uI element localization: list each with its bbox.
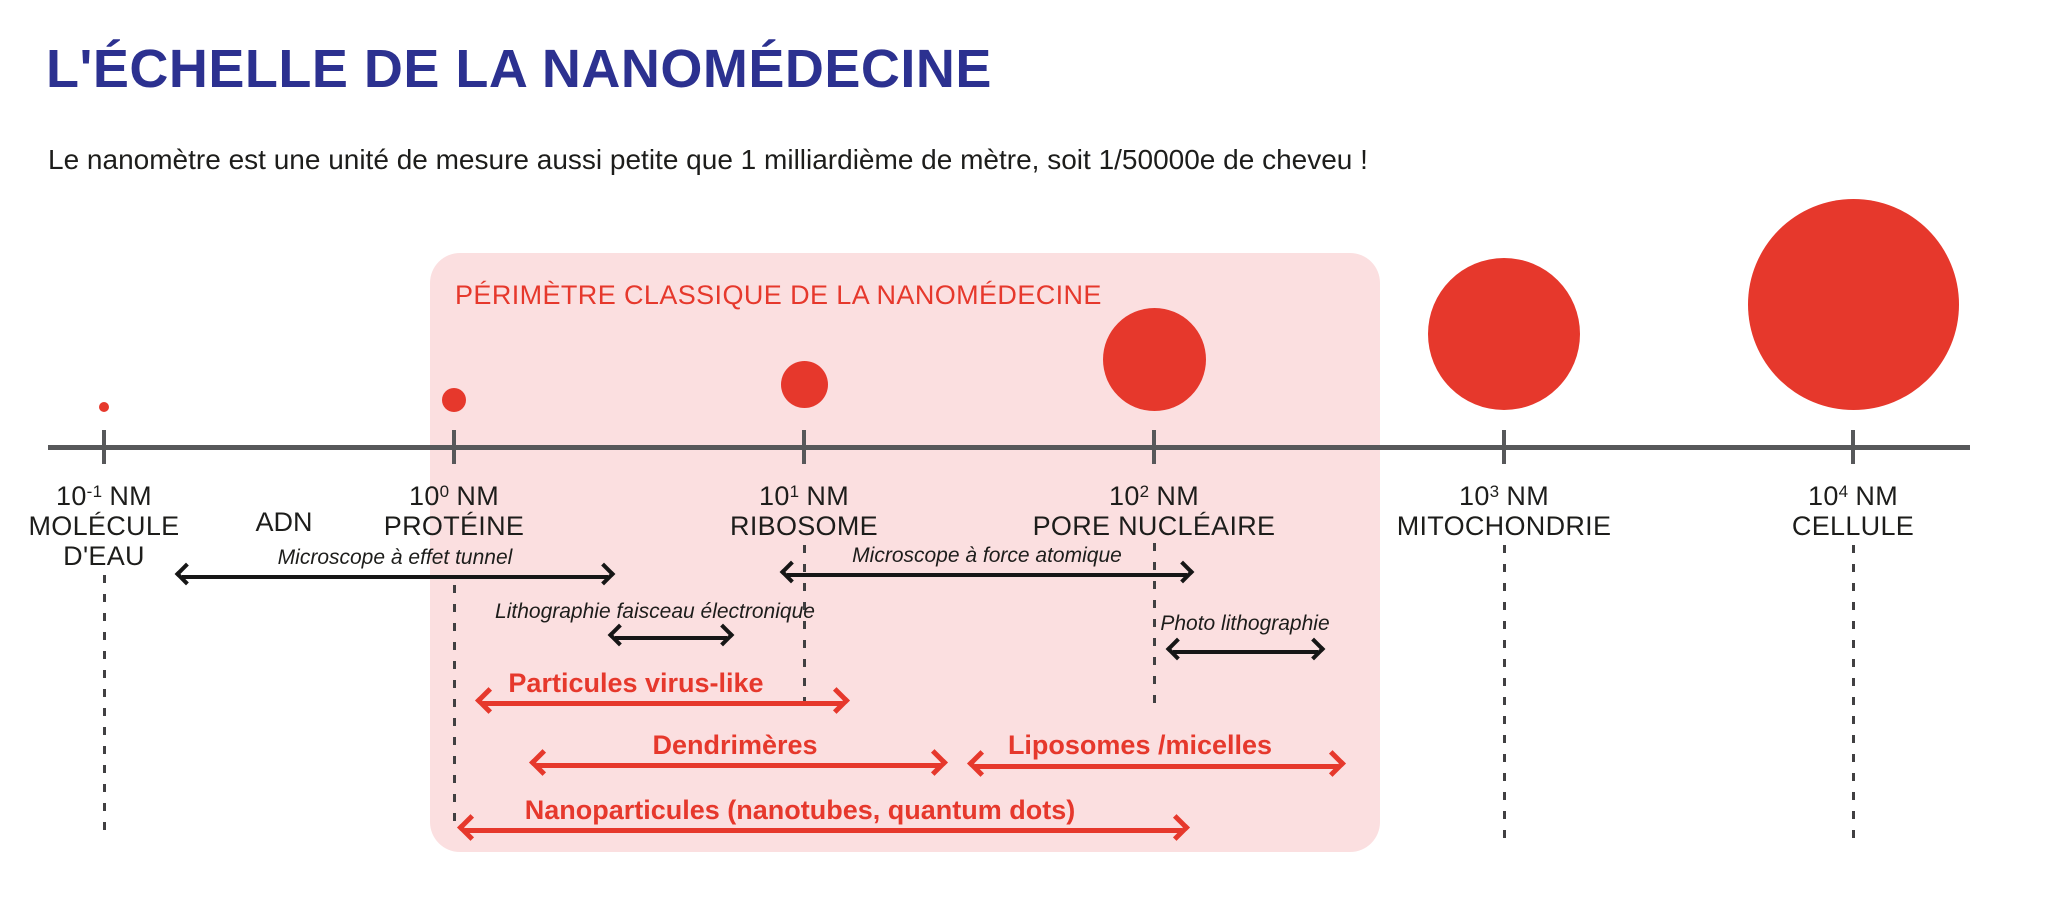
page-subtitle: Le nanomètre est une unité de mesure aus… (48, 144, 1368, 175)
circle-ribosome (781, 361, 828, 408)
dashed-guide-cellule (1852, 545, 1855, 840)
circle-mitochondrie (1428, 258, 1580, 410)
technique-label-force-atomique: Microscope à force atomique (852, 544, 1122, 567)
technique-arrow-litho-faisceau (615, 636, 727, 640)
technique-label-litho-faisceau: Lithographie faisceau électronique (495, 600, 815, 623)
application-label-dendrimeres: Dendrimères (652, 730, 818, 760)
dashed-guide-ribosome (803, 545, 806, 715)
dashed-guide-molecule-eau (103, 575, 106, 840)
axis-tick-4 (1502, 430, 1506, 464)
circle-pore-nucleaire (1103, 308, 1206, 411)
axis-tick-0 (102, 430, 106, 464)
nanomedicine-perimeter-panel (430, 253, 1380, 852)
dashed-guide-proteine (453, 585, 456, 825)
application-arrow-nanoparticules (465, 828, 1182, 833)
application-arrow-virus-like (483, 701, 842, 706)
application-label-nanoparticules: Nanoparticules (nanotubes, quantum dots) (524, 795, 1076, 825)
axis-tick-3 (1152, 430, 1156, 464)
scale-axis-line (48, 445, 1970, 450)
application-label-liposomes: Liposomes /micelles (1007, 730, 1273, 760)
technique-label-effet-tunnel: Microscope à effet tunnel (277, 546, 513, 569)
scale-label-adn: ADN (255, 507, 313, 537)
perimeter-panel-label: PÉRIMÈTRE CLASSIQUE DE LA NANOMÉDECINE (455, 280, 1102, 310)
scale-name: MOLÉCULE (28, 511, 180, 541)
dashed-guide-mitochondrie (1503, 545, 1506, 840)
application-label-virus-like: Particules virus-like (508, 668, 764, 698)
technique-arrow-photo-litho (1173, 650, 1318, 654)
circle-cellule (1748, 199, 1959, 410)
scale-name: PORE NUCLÉAIRE (1032, 511, 1276, 541)
circle-molecule-eau (99, 402, 109, 412)
technique-arrow-force-atomique (787, 573, 1187, 577)
page-title: L'ÉCHELLE DE LA NANOMÉDECINE (46, 39, 992, 99)
application-arrow-liposomes (975, 764, 1338, 769)
technique-arrow-effet-tunnel (182, 575, 608, 579)
scale-name: MITOCHONDRIE (1396, 511, 1612, 541)
circle-proteine (442, 388, 466, 412)
axis-tick-2 (802, 430, 806, 464)
axis-tick-5 (1851, 430, 1855, 464)
dashed-guide-pore-nucleaire (1153, 543, 1156, 710)
scale-name: PROTÉINE (383, 511, 525, 541)
axis-tick-1 (452, 430, 456, 464)
scale-name: CELLULE (1791, 511, 1915, 541)
application-arrow-dendrimeres (537, 763, 940, 768)
scale-name: D'EAU (63, 541, 145, 571)
scale-name: RIBOSOME (730, 511, 878, 541)
technique-label-photo-litho: Photo lithographie (1160, 612, 1330, 635)
